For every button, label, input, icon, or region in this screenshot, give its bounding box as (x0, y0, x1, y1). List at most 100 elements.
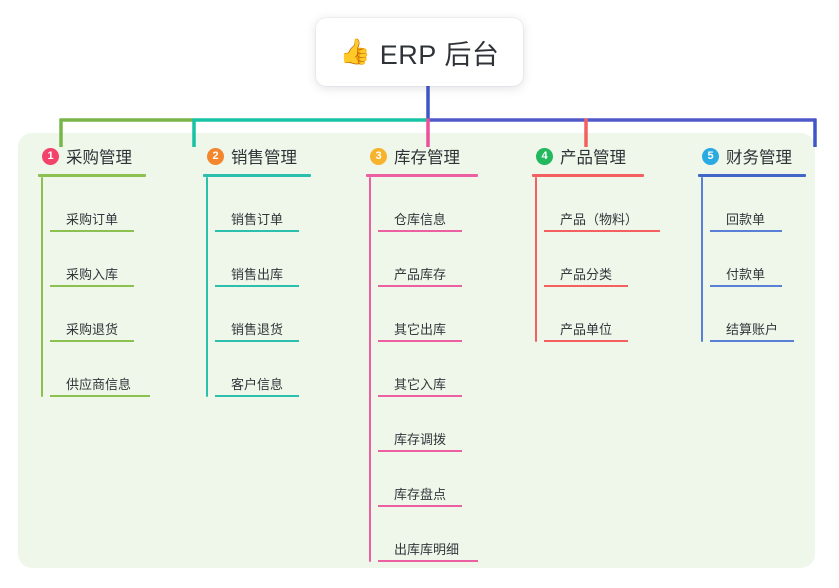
leaf-node-underline (378, 560, 478, 562)
root-node-card[interactable]: 👍 ERP 后台 (316, 18, 523, 86)
branch-index-badge: 5 (702, 147, 719, 165)
branch-header-sales-management[interactable]: 2 销售管理 (203, 144, 353, 168)
leaf-node[interactable]: 产品库存 (378, 232, 526, 287)
leaf-node[interactable]: 库存盘点 (378, 452, 526, 507)
leaf-node-underline (378, 230, 462, 232)
leaf-node-label: 回款单 (726, 212, 766, 227)
branch-item-list: 销售订单销售出库销售退货客户信息 (203, 177, 353, 397)
leaf-node-underline (710, 230, 782, 232)
leaf-node-label: 采购订单 (66, 212, 119, 227)
leaf-node-label: 销售退货 (231, 322, 284, 337)
branch-header-underline (532, 174, 644, 177)
branch-header-underline (366, 174, 478, 177)
leaf-node[interactable]: 产品单位 (544, 287, 692, 342)
leaf-node-underline (710, 285, 782, 287)
leaf-node-label: 销售订单 (231, 212, 284, 227)
thumbs-up-icon: 👍 (339, 37, 371, 66)
leaf-node[interactable]: 采购退货 (50, 287, 188, 342)
branch-title: 产品管理 (560, 149, 626, 167)
branch-spine (206, 177, 208, 397)
leaf-node-label: 库存调拨 (394, 432, 447, 447)
leaf-node-label: 产品（物料） (560, 212, 639, 227)
leaf-node-underline (215, 395, 299, 397)
leaf-node-underline (378, 395, 462, 397)
leaf-node[interactable]: 仓库信息 (378, 177, 526, 232)
branch-finance-management: 5 财务管理回款单付款单结算账户 (698, 144, 839, 342)
leaf-node[interactable]: 供应商信息 (50, 342, 188, 397)
branch-title: 销售管理 (231, 149, 297, 167)
leaf-node[interactable]: 产品分类 (544, 232, 692, 287)
leaf-node[interactable]: 回款单 (710, 177, 839, 232)
leaf-node-underline (215, 285, 299, 287)
leaf-node-label: 客户信息 (231, 377, 284, 392)
leaf-node-label: 采购退货 (66, 322, 119, 337)
leaf-node-label: 仓库信息 (394, 212, 447, 227)
leaf-node[interactable]: 其它出库 (378, 287, 526, 342)
leaf-node-underline (215, 230, 299, 232)
leaf-node[interactable]: 库存调拨 (378, 397, 526, 452)
leaf-node-underline (50, 230, 134, 232)
leaf-node-label: 供应商信息 (66, 377, 132, 392)
branch-item-list: 仓库信息产品库存其它出库其它入库库存调拨库存盘点出库库明细 (366, 177, 526, 562)
leaf-node[interactable]: 销售出库 (215, 232, 353, 287)
leaf-node-label: 产品单位 (560, 322, 613, 337)
branch-header-inventory-management[interactable]: 3 库存管理 (366, 144, 526, 168)
leaf-node-underline (378, 505, 462, 507)
leaf-node-label: 其它出库 (394, 322, 447, 337)
leaf-node-label: 产品库存 (394, 267, 447, 282)
leaf-node-underline (378, 285, 462, 287)
leaf-node[interactable]: 客户信息 (215, 342, 353, 397)
branch-title: 库存管理 (394, 149, 460, 167)
root-node-title: ERP 后台 (379, 39, 500, 70)
branch-item-list: 产品（物料） 产品分类产品单位 (532, 177, 692, 342)
leaf-node[interactable]: 采购订单 (50, 177, 188, 232)
leaf-node-underline (215, 340, 299, 342)
branch-spine (41, 177, 43, 397)
branch-sales-management: 2 销售管理销售订单销售出库销售退货客户信息 (203, 144, 353, 397)
leaf-node[interactable]: 采购入库 (50, 232, 188, 287)
leaf-node-label: 销售出库 (231, 267, 284, 282)
leaf-node-underline (378, 450, 462, 452)
branch-spine (369, 177, 371, 562)
leaf-node-underline (544, 230, 660, 232)
branch-spine (701, 177, 703, 342)
leaf-node[interactable]: 付款单 (710, 232, 839, 287)
branch-index-badge: 1 (42, 147, 59, 165)
leaf-node-label: 采购入库 (66, 267, 119, 282)
leaf-node[interactable]: 结算账户 (710, 287, 839, 342)
leaf-node-label: 其它入库 (394, 377, 447, 392)
leaf-node-label: 付款单 (726, 267, 766, 282)
leaf-node-underline (544, 285, 628, 287)
branch-header-finance-management[interactable]: 5 财务管理 (698, 144, 839, 168)
leaf-node-underline (378, 340, 462, 342)
branch-header-underline (38, 174, 146, 177)
leaf-node-underline (50, 340, 134, 342)
branch-spine (535, 177, 537, 342)
leaf-node-underline (50, 285, 134, 287)
branch-index-badge: 3 (370, 147, 387, 165)
branch-item-list: 采购订单采购入库采购退货供应商信息 (38, 177, 188, 397)
leaf-node[interactable]: 出库库明细 (378, 507, 526, 562)
branch-index-badge: 2 (207, 147, 224, 165)
branch-header-underline (698, 174, 806, 177)
branch-index-badge: 4 (536, 147, 553, 165)
leaf-node-label: 产品分类 (560, 267, 613, 282)
branch-header-underline (203, 174, 311, 177)
branch-product-management: 4 产品管理产品（物料） 产品分类产品单位 (532, 144, 692, 342)
branch-inventory-management: 3 库存管理仓库信息产品库存其它出库其它入库库存调拨库存盘点出库库明细 (366, 144, 526, 562)
leaf-node-underline (710, 340, 794, 342)
leaf-node-label: 库存盘点 (394, 487, 447, 502)
leaf-node[interactable]: 销售订单 (215, 177, 353, 232)
branch-title: 财务管理 (726, 149, 792, 167)
leaf-node[interactable]: 产品（物料） (544, 177, 692, 232)
leaf-node-underline (50, 395, 150, 397)
branch-header-product-management[interactable]: 4 产品管理 (532, 144, 692, 168)
leaf-node-underline (544, 340, 628, 342)
branch-item-list: 回款单付款单结算账户 (698, 177, 839, 342)
leaf-node[interactable]: 其它入库 (378, 342, 526, 397)
leaf-node[interactable]: 销售退货 (215, 287, 353, 342)
